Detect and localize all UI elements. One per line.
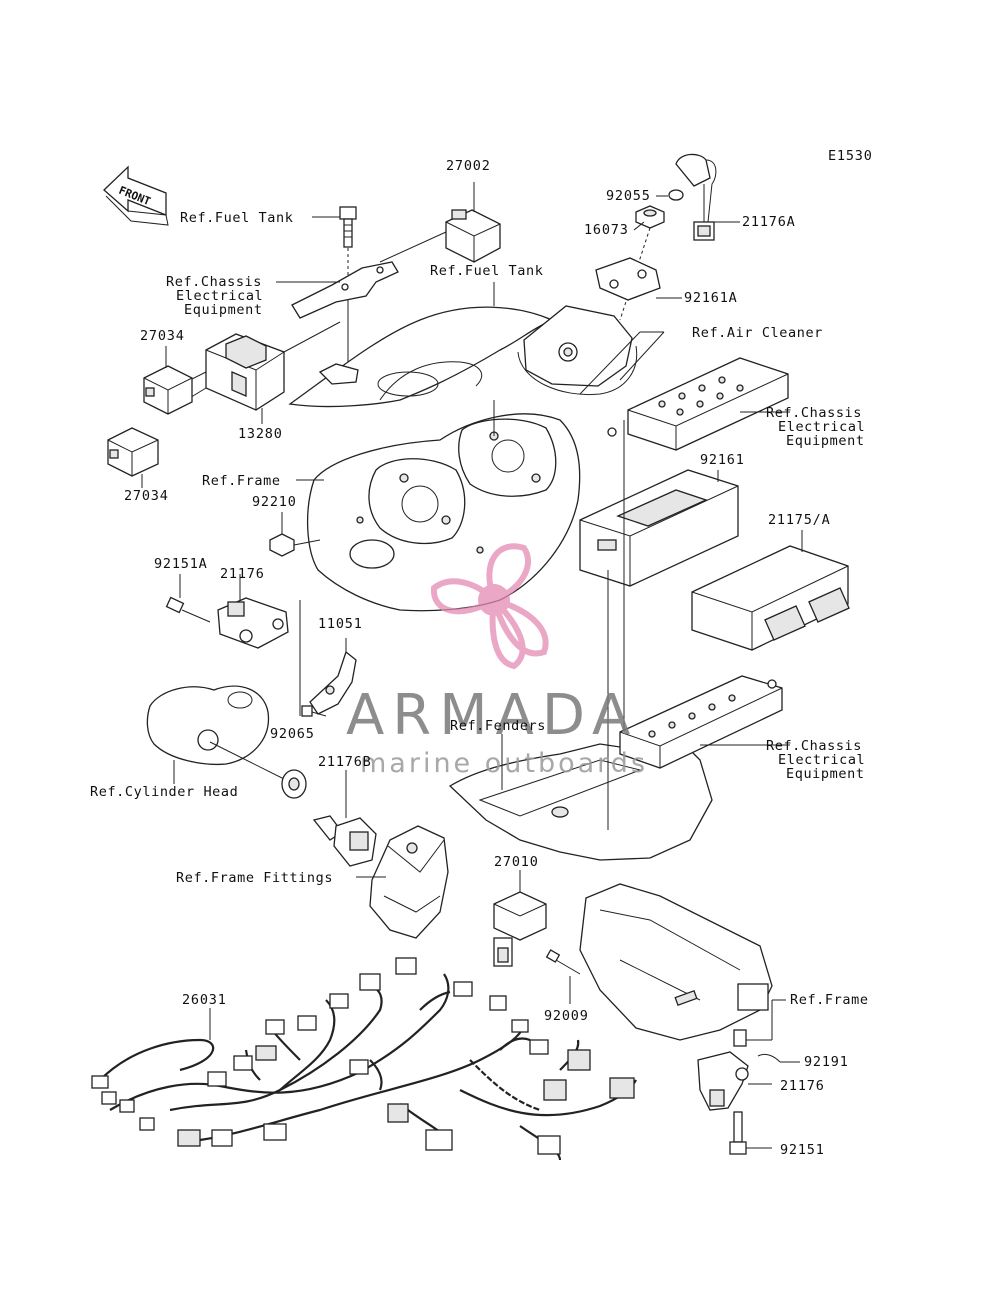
label-ref-chassis-1-line3: Equipment: [184, 302, 263, 318]
cap-92210-icon: [269, 533, 295, 557]
part-13280: 13280: [238, 426, 283, 442]
part-92009: 92009: [544, 1008, 589, 1024]
bracket-11051-icon: [309, 650, 357, 715]
part-27002: 27002: [446, 158, 491, 174]
watermark-brand: ARMADA: [346, 683, 638, 748]
washer-icon: [281, 769, 307, 799]
watermark-logo-icon: [430, 543, 549, 670]
part-92065: 92065: [270, 726, 315, 742]
part-27010: 27010: [494, 854, 539, 870]
part-92161A: 92161A: [684, 290, 738, 306]
wiring-harness-26031-icon: [91, 957, 637, 1161]
main-frame-icon: [306, 413, 581, 612]
part-26031: 26031: [182, 992, 227, 1008]
bolt-92065-icon: [301, 705, 327, 717]
label-ref-air-cleaner: Ref.Air Cleaner: [692, 325, 823, 341]
bracket-92161A-icon: [595, 257, 661, 301]
sensor-21176-left-icon: [217, 597, 289, 649]
cylinder-head-icon: [146, 685, 270, 766]
part-92161: 92161: [700, 452, 745, 468]
label-ref-frame-fittings: Ref.Frame Fittings: [176, 870, 333, 886]
relay-27034-bottom-icon: [107, 427, 159, 477]
relay-27010-icon: [493, 891, 547, 967]
ecu-21175A-icon: [691, 545, 850, 651]
relay-box-13280-icon: [205, 333, 285, 411]
fenders-icon: [448, 739, 713, 861]
part-21176-left: 21176: [220, 566, 265, 582]
frame-fittings-icon: [369, 825, 449, 939]
label-ref-chassis-3-line2: Electrical: [778, 752, 865, 768]
chassis-bracket-icon: [291, 261, 399, 319]
label-ref-chassis-3-line1: Ref.Chassis: [766, 738, 862, 754]
label-ref-fuel-tank-2: Ref.Fuel Tank: [430, 263, 543, 279]
label-ref-chassis-3-line3: Equipment: [786, 766, 865, 782]
part-92151: 92151: [780, 1142, 825, 1158]
label-ref-fenders: Ref.Fenders: [450, 718, 546, 734]
label-ref-chassis-1-line2: Electrical: [176, 288, 263, 304]
bolt-92151A-icon: [165, 596, 211, 623]
part-92191: 92191: [804, 1054, 849, 1070]
sensor-21176-right-icon: [697, 1051, 749, 1111]
label-ref-frame-1: Ref.Frame: [202, 473, 281, 489]
ecu-case-92161-icon: [579, 469, 739, 587]
watermark-tagline: marine outboards: [360, 748, 648, 779]
collar-icon: [733, 1029, 747, 1047]
chassis-tray-top-icon: [607, 357, 789, 451]
part-27034-top: 27034: [140, 328, 185, 344]
diagram-code: E1530: [828, 148, 873, 164]
label-ref-chassis-2-line2: Electrical: [778, 419, 865, 435]
part-27034-bottom: 27034: [124, 488, 169, 504]
bolt-icon: [339, 206, 357, 248]
part-21176B: 21176B: [318, 754, 372, 770]
relay-27034-top-icon: [143, 365, 193, 415]
part-21175A: 21175/A: [768, 512, 831, 528]
label-ref-cylinder-head: Ref.Cylinder Head: [90, 784, 238, 800]
bolt-92151-icon: [729, 1111, 747, 1155]
bolt-92009-icon: [545, 949, 581, 975]
relay-27002-icon: [445, 209, 501, 263]
fuel-tank-outline: [288, 306, 554, 408]
part-11051: 11051: [318, 616, 363, 632]
front-arrow-icon: FRONT: [103, 165, 169, 226]
label-ref-fuel-tank-1: Ref.Fuel Tank: [180, 210, 293, 226]
label-ref-chassis-2-line1: Ref.Chassis: [766, 405, 862, 421]
part-92151A: 92151A: [154, 556, 208, 572]
part-92210: 92210: [252, 494, 297, 510]
hose-92191-icon: [757, 1053, 781, 1063]
part-92055: 92055: [606, 188, 651, 204]
sensor-21176B-icon: [312, 815, 377, 867]
part-21176-right: 21176: [780, 1078, 825, 1094]
rear-frame-icon: [579, 883, 773, 1041]
label-ref-frame-2: Ref.Frame: [790, 992, 869, 1008]
o-ring-92055-icon: [668, 189, 684, 201]
part-21176A: 21176A: [742, 214, 796, 230]
label-ref-chassis-1-line1: Ref.Chassis: [166, 274, 262, 290]
pressure-switch-21176A-icon: [675, 153, 717, 241]
part-16073: 16073: [584, 222, 629, 238]
label-ref-chassis-2-line3: Equipment: [786, 433, 865, 449]
chassis-tray-bottom-icon: [619, 675, 783, 769]
air-cleaner-cover-icon: [517, 305, 638, 396]
